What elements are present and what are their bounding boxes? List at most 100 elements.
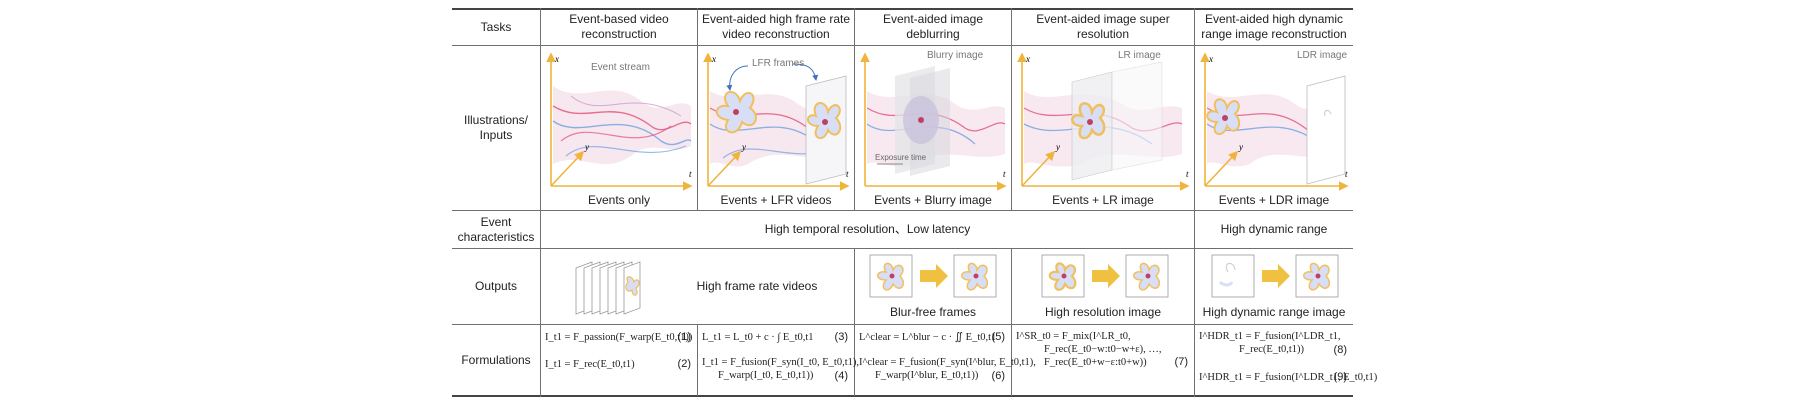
- formula-8-number: (8): [1333, 344, 1347, 356]
- formula-9: I^HDR_t1 = F_fusion(I^LDR_t1, E_t0,t1) (…: [1199, 371, 1377, 385]
- hfr-video-stack: [575, 261, 641, 315]
- ldr-image: [1206, 75, 1346, 185]
- formula-7: I^SR_t0 = F_mix(I^LR_t0, F_rec(E_t0−w:t0…: [1016, 330, 1192, 374]
- y-axis: [1021, 150, 1056, 187]
- bottom-rule: [452, 395, 1353, 397]
- panel-1-caption: Events only: [588, 193, 650, 207]
- illustration-panel-2: x y t LFR frames Events + LFR videos: [703, 52, 850, 207]
- y-label: y: [584, 142, 589, 152]
- formula-7-line-3: F_rec(E_t0+w−ε:t0+w)): [1044, 357, 1147, 368]
- col-rule-3b: [1011, 248, 1012, 396]
- lfr-frame-left: [715, 91, 757, 134]
- formula-6-number: (6): [991, 370, 1005, 382]
- formula-5-number: (5): [991, 331, 1005, 343]
- fan-hub: [918, 117, 924, 123]
- output-blur-free: Blur-free frames: [889, 304, 977, 319]
- x-label: x: [1208, 54, 1213, 64]
- t-label: t: [846, 169, 849, 179]
- row-label-outputs: Outputs: [474, 279, 518, 293]
- header-video-reconstruction: Event-based video reconstruction: [569, 12, 669, 41]
- illustration-panel-4: x y t LR image Events + LR image: [1017, 50, 1190, 207]
- fan-hub: [1222, 115, 1228, 121]
- exposure-time-label: Exposure time: [875, 153, 927, 162]
- formula-5-text: L^clear = L^blur − c · ∬ E_t0,t1: [859, 332, 997, 343]
- panel-3-caption: Events + Blurry image: [874, 193, 992, 207]
- formula-3: L_t1 = L_t0 + c · ∫ E_t0,t1 (3): [702, 331, 852, 345]
- formula-8: I^HDR_t1 = F_fusion(I^LDR_t1, F_rec(E_t0…: [1199, 330, 1351, 360]
- panel-4-caption: Events + LR image: [1052, 193, 1154, 207]
- formula-8-line-1: I^HDR_t1 = F_fusion(I^LDR_t1,: [1199, 331, 1341, 342]
- panel-2-caption: Events + LFR videos: [720, 193, 831, 207]
- formula-9-number: (9): [1333, 371, 1347, 383]
- blurry-image-stack: [895, 66, 950, 176]
- outputs-rule: [452, 324, 1353, 325]
- formula-5: L^clear = L^blur − c · ∬ E_t0,t1 (5): [859, 331, 1009, 345]
- output-hdr: High dynamic range image: [1202, 304, 1346, 319]
- row-label-characteristics: Event characteristics: [457, 214, 535, 244]
- header-super-resolution: Event-aided image super resolution: [1036, 12, 1170, 41]
- lr-image: [1071, 61, 1163, 181]
- formula-8-line-2: F_rec(E_t0,t1)): [1239, 344, 1305, 355]
- panel-5-caption: Events + LDR image: [1219, 193, 1330, 207]
- header-rule: [452, 45, 1353, 46]
- y-axis: [1204, 150, 1239, 187]
- lfr-arrow-left: [726, 65, 749, 91]
- formula-9-text: I^HDR_t1 = F_fusion(I^LDR_t1, E_t0,t1): [1199, 372, 1378, 383]
- formula-4-number: (4): [834, 370, 848, 382]
- t-label: t: [1003, 169, 1006, 179]
- task-comparison-table: Tasks Event-based video reconstruction E…: [452, 8, 1377, 397]
- t-label: t: [689, 169, 692, 179]
- formula-7-line-2: F_rec(E_t0−w:t0−w+ε), …,: [1044, 344, 1162, 355]
- output-high-resolution: High resolution image: [1044, 304, 1162, 319]
- formula-1-text: I_t1 = F_passion(F_warp(E_t0,t1)): [545, 332, 693, 343]
- lfr-frames-tag: LFR frames: [752, 58, 804, 69]
- row-label-illustrations: Illustrations/ Inputs: [463, 113, 529, 142]
- event-stream-graphic: [552, 86, 692, 165]
- header-hdr-reconstruction: Event-aided high dynamic range image rec…: [1201, 12, 1347, 41]
- col-rule-2b: [854, 248, 855, 396]
- illustration-panel-1: x y t Event stream Events only: [546, 52, 693, 207]
- y-label: y: [1238, 142, 1243, 152]
- ldr-image-tag: LDR image: [1297, 50, 1347, 61]
- arrow-icon: [1262, 264, 1290, 288]
- illustration-rule: [452, 210, 1353, 211]
- sr-output-graphic: [1041, 254, 1169, 298]
- t-label: t: [1345, 169, 1348, 179]
- illustration-panel-3: t Blurry image Exposure time Events + Bl…: [860, 50, 1007, 207]
- y-axis: [550, 150, 585, 187]
- formula-6-line-1: I^clear = F_fusion(F_syn(I^blur, E_t0,t1…: [859, 357, 1036, 368]
- output-hfr-videos: High frame rate videos: [696, 279, 818, 293]
- characteristic-hdr: High dynamic range: [1220, 222, 1328, 236]
- formula-2-number: (2): [677, 358, 691, 370]
- formula-6: I^clear = F_fusion(F_syn(I^blur, E_t0,t1…: [859, 356, 1036, 386]
- x-label: x: [1025, 54, 1030, 64]
- hdr-output-graphic: [1211, 254, 1339, 298]
- formula-1: I_t1 = F_passion(F_warp(E_t0,t1)) (1): [545, 331, 695, 345]
- col-rule-2a: [854, 8, 855, 210]
- characteristics-rule: [452, 248, 1353, 249]
- illustration-panel-5: x y t LDR image Events + LDR image: [1200, 50, 1349, 207]
- label-column-rule: [540, 8, 541, 397]
- arrow-icon: [1092, 264, 1120, 288]
- header-hfr-reconstruction: Event-aided high frame rate video recons…: [701, 12, 851, 41]
- lr-image-tag: LR image: [1118, 50, 1161, 61]
- col-rule-1b: [697, 324, 698, 396]
- top-rule: [452, 8, 1353, 10]
- characteristic-temporal: High temporal resolution、Low latency: [764, 222, 971, 236]
- fan-hub: [733, 109, 739, 115]
- col-rule-4: [1194, 8, 1195, 397]
- deblur-output-graphic: [869, 254, 997, 298]
- formula-4-line-2: F_warp(I_t0, E_t0,t1)): [718, 370, 814, 381]
- blurry-image-tag: Blurry image: [927, 50, 984, 61]
- formula-3-text: L_t1 = L_t0 + c · ∫ E_t0,t1: [702, 332, 814, 343]
- formula-7-number: (7): [1174, 356, 1188, 368]
- x-label: x: [711, 54, 716, 64]
- formula-2: I_t1 = F_rec(E_t0,t1) (2): [545, 358, 695, 372]
- formula-6-line-2: F_warp(I^blur, E_t0,t1)): [875, 370, 979, 381]
- formula-2-text: I_t1 = F_rec(E_t0,t1): [545, 359, 635, 370]
- fan-shape: [625, 276, 640, 296]
- y-label: y: [741, 142, 746, 152]
- formula-4: I_t1 = F_fusion(F_syn(I_t0, E_t0,t1), F_…: [702, 356, 859, 386]
- tasks-label: Tasks: [480, 19, 512, 34]
- arrow-icon: [920, 264, 948, 288]
